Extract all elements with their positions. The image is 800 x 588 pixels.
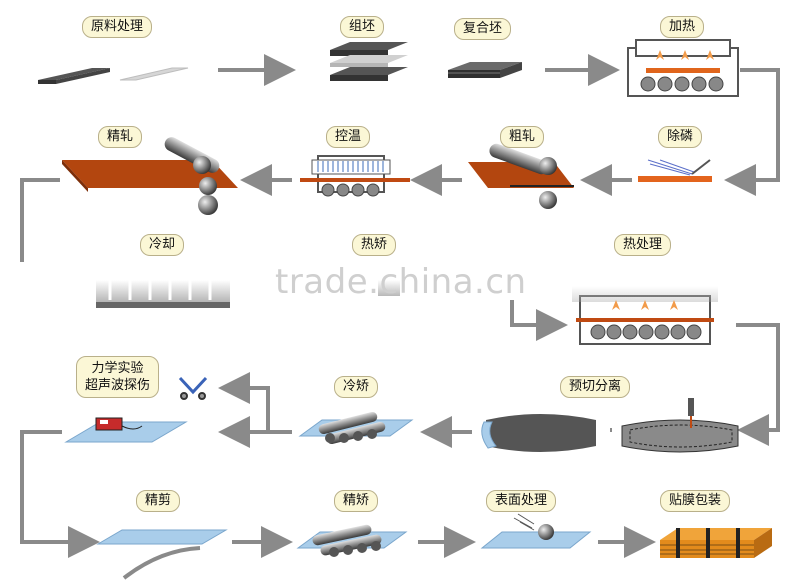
label-cold-straightening: 冷矫 xyxy=(334,376,379,398)
label-heating: 加热 xyxy=(660,16,705,38)
label-cooling: 冷却 xyxy=(140,234,185,256)
arrow-finish-to-cooling xyxy=(20,178,60,262)
label-assembly: 组坯 xyxy=(340,16,385,38)
fine-straightening-illustration xyxy=(296,524,408,557)
cooling-illustration xyxy=(96,280,230,308)
testing-illustration xyxy=(64,376,208,443)
label-heat-treatment: 热处理 xyxy=(614,234,672,256)
raw-plates-illustration xyxy=(38,67,189,84)
label-testing-line2: 超声波探伤 xyxy=(85,378,151,393)
label-finish-rolling: 精轧 xyxy=(98,126,143,148)
arrow-heating-to-descaling xyxy=(724,68,780,196)
flow-arrows xyxy=(20,54,780,558)
label-hot-straightening: 热矫 xyxy=(352,234,397,256)
arrow-hot-to-heattreat xyxy=(510,300,568,341)
fine-shearing-illustration xyxy=(96,529,228,580)
arrow-test-branch xyxy=(218,372,270,432)
composite-slab-illustration xyxy=(448,62,522,78)
descaling-illustration xyxy=(638,159,712,182)
watermark-text: trade.china.cn xyxy=(275,262,527,302)
rough-rolling-illustration xyxy=(468,143,574,209)
label-testing-line1: 力学实验 xyxy=(91,361,144,376)
label-film-packaging: 贴膜包装 xyxy=(660,490,731,512)
label-temp-control: 控温 xyxy=(326,126,371,148)
finish-rolling-illustration xyxy=(62,137,238,215)
pre-cut-plate-illustration xyxy=(621,398,739,453)
assembly-stack-illustration xyxy=(330,42,408,81)
arrow-heattreat-to-precut xyxy=(736,323,780,446)
label-composite-slab: 复合坯 xyxy=(454,18,512,40)
cold-straightening-illustration xyxy=(298,411,414,445)
heating-furnace-illustration xyxy=(627,39,739,97)
surface-treatment-illustration xyxy=(480,513,592,549)
label-pre-cutting: 预切分离 xyxy=(560,376,631,398)
label-fine-shearing: 精剪 xyxy=(136,490,181,512)
heat-treatment-illustration xyxy=(572,286,718,345)
label-rough-rolling: 粗轧 xyxy=(500,126,545,148)
label-descaling: 除磷 xyxy=(658,126,703,148)
label-fine-straightening: 精矫 xyxy=(334,490,379,512)
temp-control-illustration xyxy=(300,155,410,197)
arrow-test-to-shear xyxy=(20,430,100,558)
bend-test-icon xyxy=(178,376,208,400)
pre-cut-sheet-illustration xyxy=(481,414,596,452)
label-testing: 力学实验 超声波探伤 xyxy=(76,356,160,398)
hot-straightening-illustration xyxy=(378,280,400,296)
label-raw-processing: 原料处理 xyxy=(82,16,153,38)
label-surface-treatment: 表面处理 xyxy=(486,490,557,512)
film-packaging-illustration xyxy=(660,528,772,558)
